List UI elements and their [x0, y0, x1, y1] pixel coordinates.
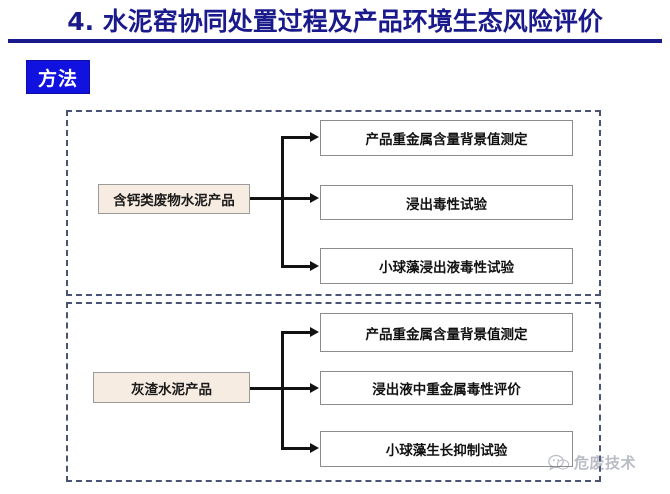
connector-g2-branch-2 — [281, 387, 311, 390]
arrow-g1-branch-2 — [310, 193, 319, 203]
target-box-group-1-item-1: 产品重金属含量背景值测定 — [320, 120, 573, 156]
connector-g2-branch-3 — [281, 447, 311, 450]
diagram-group-2-frame — [66, 302, 601, 482]
source-box-group-1: 含钙类废物水泥产品 — [98, 184, 250, 214]
target-box-group-1-item-2: 浸出毒性试验 — [320, 185, 573, 220]
connector-g2-branch-1 — [281, 331, 311, 334]
connector-g1-branch-1 — [281, 136, 311, 139]
connector-g1-trunk — [281, 136, 284, 268]
target-box-group-2-item-2: 浸出液中重金属毒性评价 — [320, 371, 573, 405]
connector-g1-stem — [250, 197, 284, 200]
diagram-group-1-frame — [66, 110, 601, 296]
arrow-g2-branch-2 — [310, 383, 319, 393]
connector-g1-branch-2 — [281, 197, 311, 200]
connector-g2-stem — [250, 387, 284, 390]
source-box-group-2: 灰渣水泥产品 — [93, 372, 250, 403]
arrow-g1-branch-1 — [310, 132, 319, 142]
target-box-group-2-item-3: 小球藻生长抑制试验 — [320, 431, 573, 467]
target-box-group-2-item-1: 产品重金属含量背景值测定 — [320, 313, 573, 352]
arrow-g1-branch-3 — [310, 261, 319, 271]
target-box-group-1-item-3: 小球藻浸出液毒性试验 — [320, 248, 573, 284]
page-title: 4. 水泥窑协同处置过程及产品环境生态风险评价 — [67, 7, 603, 36]
connector-g2-trunk — [281, 331, 284, 449]
arrow-g2-branch-3 — [310, 443, 319, 453]
connector-g1-branch-3 — [281, 265, 311, 268]
title-underline — [8, 39, 662, 43]
arrow-g2-branch-1 — [310, 327, 319, 337]
section-tag-method: 方法 — [26, 60, 90, 94]
